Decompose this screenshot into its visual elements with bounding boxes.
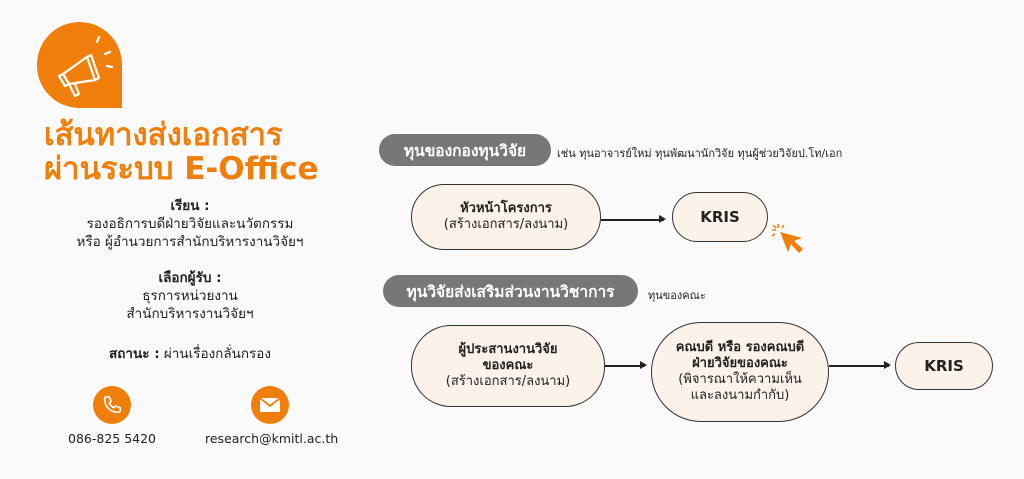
- node-subtitle: (สร้างเอกสาร/ลงนาม): [443, 217, 569, 232]
- node-coordinator: ผู้ประสานงานวิจัย ของคณะ (สร้างเอกสาร/ลง…: [411, 325, 605, 407]
- title-line-2: ผ่านระบบ E-Office: [44, 151, 319, 187]
- fund-type-note-1: เช่น ทุนอาจารย์ใหม่ ทุนพัฒนานักวิจัย ทุน…: [557, 147, 843, 160]
- recipient-line-1: ธุรการหน่วยงาน: [142, 288, 238, 304]
- node-project-head: หัวหน้าโครงการ (สร้างเอกสาร/ลงนาม): [411, 184, 601, 250]
- node-title: หัวหน้าโครงการ: [460, 201, 552, 216]
- node-kris: KRIS: [672, 192, 768, 242]
- arrow: [605, 362, 647, 368]
- page-title: เส้นทางส่งเอกสาร ผ่านระบบ E-Office: [44, 118, 319, 186]
- node-title: ฝ่ายวิจัยของคณะ: [692, 356, 788, 371]
- to-line-2: หรือ ผู้อำนวยการสำนักบริหารงานวิจัยฯ: [76, 234, 304, 250]
- arrow: [601, 216, 666, 222]
- phone-number[interactable]: 086-825 5420: [68, 431, 157, 446]
- status-label: สถานะ :: [109, 346, 160, 362]
- arrow: [829, 362, 891, 368]
- status-value: ผ่านเรื่องกลั่นกรอง: [163, 346, 271, 362]
- to-label: เรียน :: [170, 198, 210, 214]
- node-title: ของคณะ: [482, 358, 534, 373]
- node-subtitle: และลงนามกำกับ): [690, 388, 790, 403]
- node-kris: KRIS: [895, 342, 993, 390]
- node-dean: คณบดี หรือ รองคณบดี ฝ่ายวิจัยของคณะ (พิจ…: [651, 322, 829, 422]
- fund-type-note-2: ทุนของคณะ: [648, 289, 706, 302]
- fund-type-pill-2: ทุนวิจัยส่งเสริมส่วนงานวิชาการ: [383, 275, 638, 307]
- fund-type-pill-1: ทุนของกองทุนวิจัย: [379, 134, 551, 166]
- email-icon: [251, 386, 289, 424]
- cursor-click-icon: [771, 224, 803, 253]
- megaphone-icon: [57, 35, 114, 98]
- node-subtitle: (พิจารณาให้ความเห็น: [678, 372, 802, 387]
- recipient-section: เลือกผู้รับ : ธุรการหน่วยงาน สำนักบริหาร…: [40, 269, 340, 323]
- to-section: เรียน : รองอธิการบดีฝ่ายวิจัยและนวัตกรรม…: [40, 197, 340, 251]
- status-section: สถานะ : ผ่านเรื่องกลั่นกรอง: [40, 345, 340, 363]
- recipient-label: เลือกผู้รับ :: [158, 270, 222, 286]
- node-title: ผู้ประสานงานวิจัย: [458, 342, 558, 357]
- to-line-1: รองอธิการบดีฝ่ายวิจัยและนวัตกรรม: [86, 216, 294, 232]
- email-address[interactable]: research@kmitl.ac.th: [205, 431, 339, 446]
- recipient-line-2: สำนักบริหารงานวิจัยฯ: [126, 306, 254, 322]
- title-line-1: เส้นทางส่งเอกสาร: [44, 117, 283, 153]
- phone-icon: [93, 386, 131, 424]
- node-title: คณบดี หรือ รองคณบดี: [675, 340, 805, 355]
- node-subtitle: (สร้างเอกสาร/ลงนาม): [445, 374, 571, 389]
- megaphone-logo: [37, 22, 122, 108]
